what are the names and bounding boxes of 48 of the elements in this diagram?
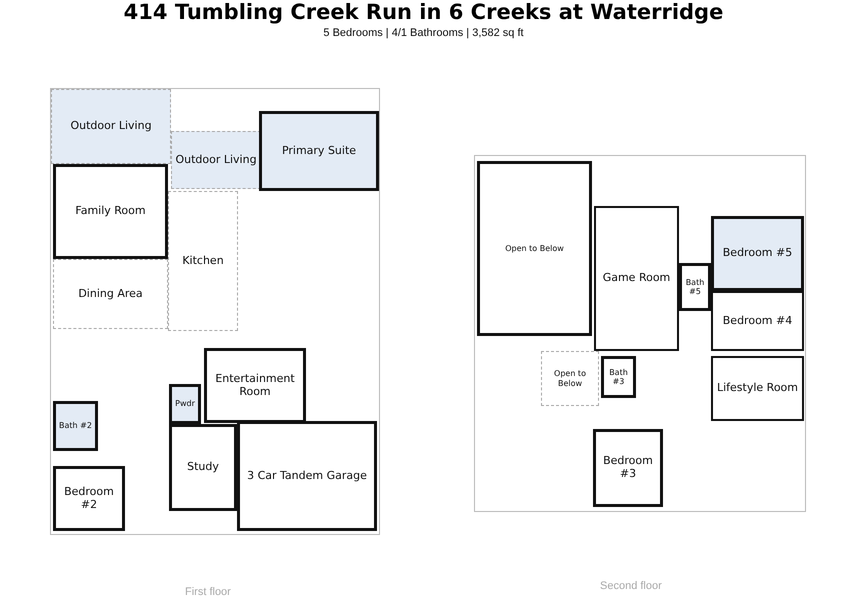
- room: [593, 429, 663, 507]
- room: [168, 191, 238, 331]
- room: [51, 89, 171, 164]
- room-label: Bath #2: [58, 420, 93, 432]
- room-label: Lifestyle Room: [716, 381, 800, 396]
- room: [711, 291, 804, 351]
- room: [259, 111, 379, 191]
- room: [53, 164, 168, 259]
- room: [541, 351, 599, 406]
- room: [171, 131, 261, 189]
- room-label: Study: [186, 460, 220, 475]
- room: [169, 424, 237, 511]
- room-label: Dining Area: [77, 286, 144, 302]
- room: [53, 466, 125, 531]
- floor-caption: Second floor: [600, 580, 662, 592]
- room-label: Entertainment Room: [214, 372, 296, 400]
- room-label: Pwdr: [174, 398, 196, 410]
- room-label: Bath #3: [608, 366, 629, 388]
- room-label: Outdoor Living: [69, 119, 153, 134]
- room-label: Family Room: [74, 204, 147, 219]
- subtitle: 5 Bedrooms | 4/1 Bathrooms | 3,582 sq ft: [322, 27, 525, 39]
- room: [477, 161, 592, 336]
- room: [53, 401, 98, 451]
- room-label: Bath #5: [684, 276, 706, 298]
- room-label: Game Room: [602, 271, 672, 286]
- floor-caption: First floor: [185, 586, 231, 598]
- room: [169, 384, 201, 424]
- room: [601, 356, 636, 398]
- title: 414 Tumbling Creek Run in 6 Creeks at Waterridge: [122, 0, 724, 24]
- room-label: Bedroom #5: [722, 246, 794, 261]
- room-label: Bedroom #4: [722, 314, 794, 328]
- floor-plan-outline: [50, 88, 380, 535]
- room-label: 3 Car Tandem Garage: [246, 468, 368, 484]
- room: [594, 206, 679, 351]
- room-label: Open to Below: [504, 242, 565, 254]
- room-label: Bedroom #3: [602, 454, 654, 482]
- room-label: Bedroom #2: [63, 484, 115, 512]
- floor-plan-outline: [474, 155, 806, 512]
- room-label: Open to Below: [553, 368, 587, 389]
- room: [204, 348, 306, 423]
- room: [711, 356, 804, 421]
- room-label: Primary Suite: [280, 144, 358, 158]
- room: [679, 263, 711, 311]
- room: [711, 216, 804, 291]
- room: [53, 259, 168, 329]
- room: [237, 421, 377, 531]
- room-label: Kitchen: [181, 254, 225, 268]
- room-label: Outdoor Living: [174, 152, 258, 168]
